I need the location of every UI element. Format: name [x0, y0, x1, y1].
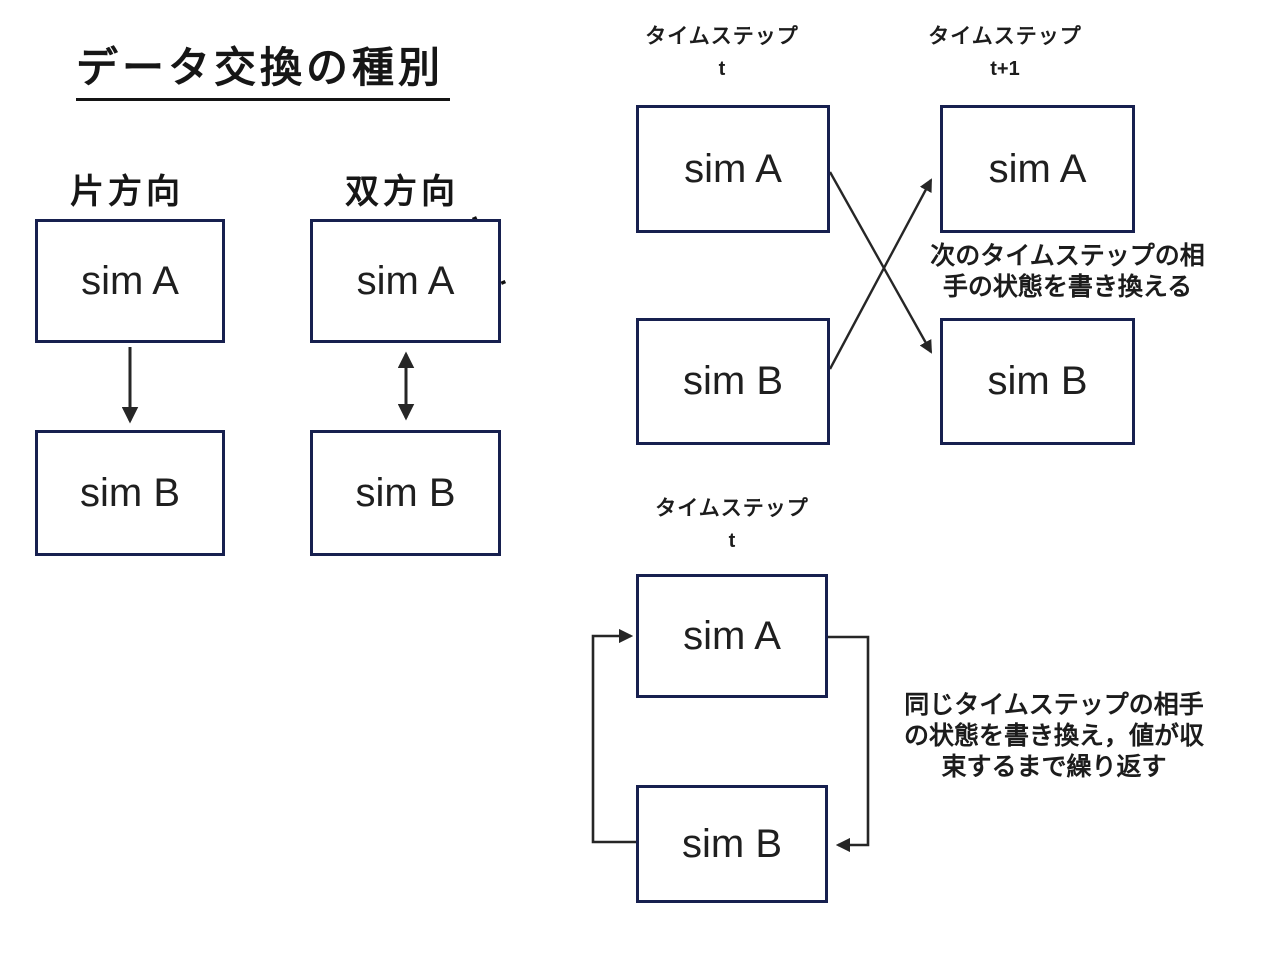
- iterative-note-line3: 束するまで繰り返す: [941, 753, 1167, 781]
- two-way-sim-b-box: sim B: [310, 430, 501, 556]
- timestep-t-header: タイムステップ t: [622, 20, 822, 81]
- iter-sim-a-label: sim A: [683, 613, 781, 658]
- timestep-t1-header-sub: t+1: [990, 58, 1020, 80]
- seq-sim-a-t1-box: sim A: [940, 105, 1135, 233]
- iterative-timestep-header-text: タイムステップ: [655, 497, 809, 520]
- sequential-note-line2: 手の状態を書き換える: [942, 273, 1193, 301]
- one-way-sim-a-label: sim A: [81, 258, 179, 303]
- timestep-t1-header-text: タイムステップ: [928, 25, 1082, 48]
- two-way-sim-a-box: sim A: [310, 219, 501, 343]
- loop-arrow-left: [591, 628, 636, 844]
- iterative-note-line2: の状態を書き換え，値が収: [903, 722, 1204, 750]
- timestep-t-header-sub: t: [718, 58, 726, 80]
- sequential-note: 次のタイムステップの相 手の状態を書き換える: [910, 241, 1225, 303]
- one-way-sim-b-label: sim B: [80, 470, 180, 515]
- iter-sim-b-box: sim B: [636, 785, 828, 903]
- one-way-sim-b-box: sim B: [35, 430, 225, 556]
- seq-sim-a-t-label: sim A: [684, 146, 782, 191]
- iterative-timestep-header: タイムステップ t: [632, 492, 832, 553]
- iterative-note-line1: 同じタイムステップの相手: [904, 691, 1204, 719]
- seq-sim-b-t1-box: sim B: [940, 318, 1135, 445]
- two-way-sim-b-label: sim B: [355, 470, 456, 515]
- iterative-timestep-header-sub: t: [728, 530, 736, 552]
- one-way-heading: 片方向: [70, 173, 184, 211]
- seq-sim-b-t-box: sim B: [636, 318, 830, 445]
- timestep-t-header-text: タイムステップ: [645, 25, 799, 48]
- iter-sim-b-label: sim B: [682, 821, 782, 866]
- timestep-t1-header: タイムステップ t+1: [905, 20, 1105, 81]
- two-way-heading: 双方向: [345, 173, 459, 211]
- sequential-note-line1: 次のタイムステップの相: [930, 242, 1205, 270]
- two-way-sim-a-label: sim A: [356, 258, 455, 303]
- page-title: データ交換の種別: [76, 34, 451, 101]
- one-way-sim-a-box: sim A: [35, 219, 225, 343]
- seq-sim-a-t1-label: sim A: [988, 146, 1087, 191]
- iterative-note: 同じタイムステップの相手 の状態を書き換え，値が収 束するまで繰り返す: [893, 690, 1215, 783]
- seq-sim-b-t1-label: sim B: [987, 359, 1088, 403]
- seq-sim-b-t-label: sim B: [683, 359, 783, 403]
- iter-sim-a-box: sim A: [636, 574, 828, 698]
- loop-arrow-right: [828, 635, 870, 853]
- seq-sim-a-t-box: sim A: [636, 105, 830, 233]
